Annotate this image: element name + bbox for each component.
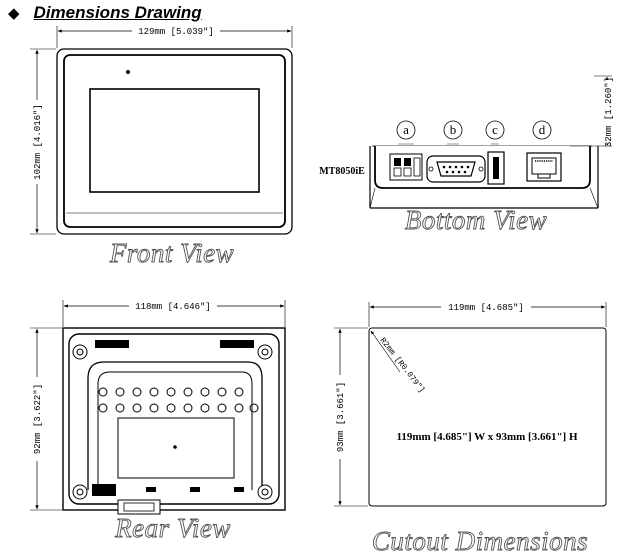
diamond-bullet-icon: ◆ xyxy=(8,5,20,22)
cutout-radius-leader xyxy=(370,330,401,373)
cutout-dimensions: 119mm [4.685"] 93mm [3.661"] R2mm [R0.07… xyxy=(334,301,607,556)
bottom-view: a b c d xyxy=(319,75,615,235)
rear-clip-right xyxy=(220,340,254,348)
port-label-b: b xyxy=(443,120,463,140)
cutout-width-label: 119mm [4.685"] xyxy=(448,303,524,313)
rear-width-label: 118mm [4.646"] xyxy=(135,302,211,312)
rear-view: 118mm [4.646"] 92mm [3.622"] xyxy=(30,300,286,543)
port-label-c: c xyxy=(485,120,505,140)
section-heading: ◆ Dimensions Drawing xyxy=(8,2,202,24)
cutout-size-text: 119mm [4.685"] W x 93mm [3.661"] H xyxy=(396,431,578,443)
port-b-letter: b xyxy=(450,122,457,137)
bottom-depth-label: 32mm [1.260"] xyxy=(604,77,614,147)
port-d-letter: d xyxy=(539,122,546,137)
front-width-label: 129mm [5.039"] xyxy=(138,27,214,37)
port-label-a: a xyxy=(396,120,416,140)
front-led-icon xyxy=(126,70,130,74)
model-number-label: MT8050iE xyxy=(319,166,365,177)
front-view: 129mm [5.039"] 102mm [4.016"] Front View xyxy=(30,25,293,268)
port-c-letter: c xyxy=(492,122,498,137)
port-label-d: d xyxy=(532,120,552,140)
power-terminal-port xyxy=(389,153,423,181)
serial-db9-port xyxy=(426,155,486,183)
front-view-caption: Front View xyxy=(109,238,234,268)
cutout-outline xyxy=(368,327,607,507)
front-screen xyxy=(89,88,260,193)
rear-vent-holes xyxy=(98,387,259,413)
cutout-caption: Cutout Dimensions xyxy=(372,526,588,556)
rear-height-label: 92mm [3.622"] xyxy=(33,384,43,454)
rear-mount-screw-icon xyxy=(72,344,273,500)
page-title: Dimensions Drawing xyxy=(33,3,202,22)
usb-port xyxy=(487,151,505,185)
cutout-height-label: 93mm [3.661"] xyxy=(336,382,346,452)
port-a-letter: a xyxy=(403,122,409,137)
bottom-view-caption: Bottom View xyxy=(405,205,547,235)
front-height-label: 102mm [4.016"] xyxy=(33,104,43,180)
rear-clip-left xyxy=(95,340,129,348)
rear-power-connector xyxy=(92,484,116,496)
rear-view-caption: Rear View xyxy=(114,513,231,543)
ethernet-rj45-port xyxy=(526,152,562,182)
